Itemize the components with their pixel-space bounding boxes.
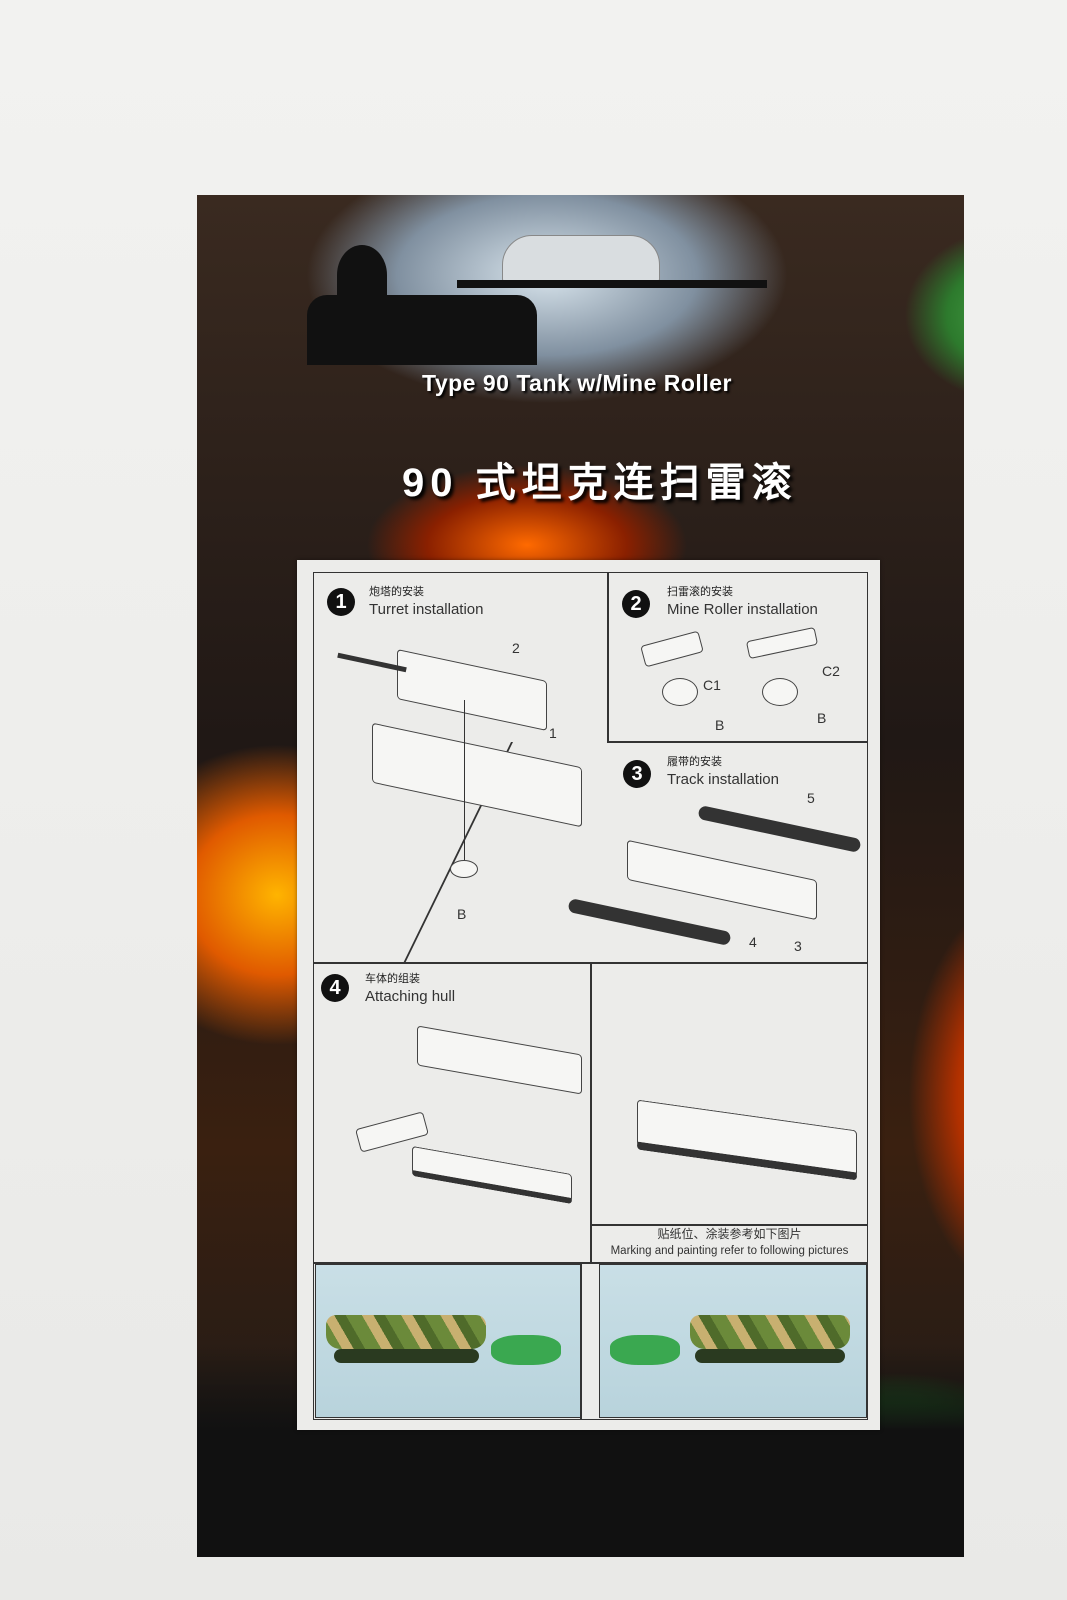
part-label: B — [715, 717, 725, 733]
step-title-cn: 扫雷滚的安装 — [667, 586, 733, 598]
step-title-en: Turret installation — [369, 601, 484, 618]
mine-roller-model — [610, 1335, 680, 1365]
step-number: 4 — [321, 974, 349, 1002]
sheet-frame — [313, 572, 868, 1420]
part-label: C2 — [822, 663, 840, 679]
tank-tracks — [334, 1349, 479, 1363]
part-label: 4 — [749, 934, 757, 950]
part-label: B — [817, 710, 827, 726]
part-label: 1 — [549, 725, 557, 741]
step-title-cn: 履带的安装 — [667, 756, 722, 768]
step-title-cn: 车体的组装 — [365, 973, 420, 985]
step-title-en: Track installation — [667, 771, 779, 788]
step-title-cn: 炮塔的安装 — [369, 586, 424, 598]
step-number: 2 — [622, 590, 650, 618]
gun-mount-silhouette — [307, 295, 537, 365]
step-number: 3 — [623, 760, 651, 788]
note-en: Marking and painting refer to following … — [610, 1245, 849, 1257]
part-label: C1 — [703, 677, 721, 693]
part-label: B — [457, 906, 467, 922]
step-number: 1 — [327, 588, 355, 616]
pin-part-drawing — [450, 860, 478, 878]
hang-tab-hole — [502, 235, 660, 285]
step-title-en: Attaching hull — [365, 988, 456, 1005]
roller-drawing — [662, 678, 698, 706]
instruction-sheet: 1 炮塔的安装 Turret installation 2 1 B 2 扫雷滚的… — [297, 560, 880, 1430]
step-title-en: Mine Roller installation — [667, 601, 818, 618]
painted-model-photo-right — [599, 1264, 867, 1418]
part-label: 3 — [794, 938, 802, 954]
tank-model — [690, 1315, 850, 1349]
product-title-cn: 90 式坦克连扫雷滚 — [402, 461, 798, 505]
painted-model-photo-left — [315, 1264, 581, 1418]
part-label: 5 — [807, 790, 815, 806]
part-label: 2 — [512, 640, 520, 656]
product-title-en: Type 90 Tank w/Mine Roller — [422, 370, 732, 396]
tank-tracks — [695, 1349, 845, 1363]
tank-model — [326, 1315, 486, 1349]
note-cn: 贴纸位、涂装参考如下图片 — [657, 1227, 802, 1241]
roller-drawing — [762, 678, 798, 706]
mine-roller-model — [491, 1335, 561, 1365]
gun-barrel-silhouette — [457, 280, 767, 288]
